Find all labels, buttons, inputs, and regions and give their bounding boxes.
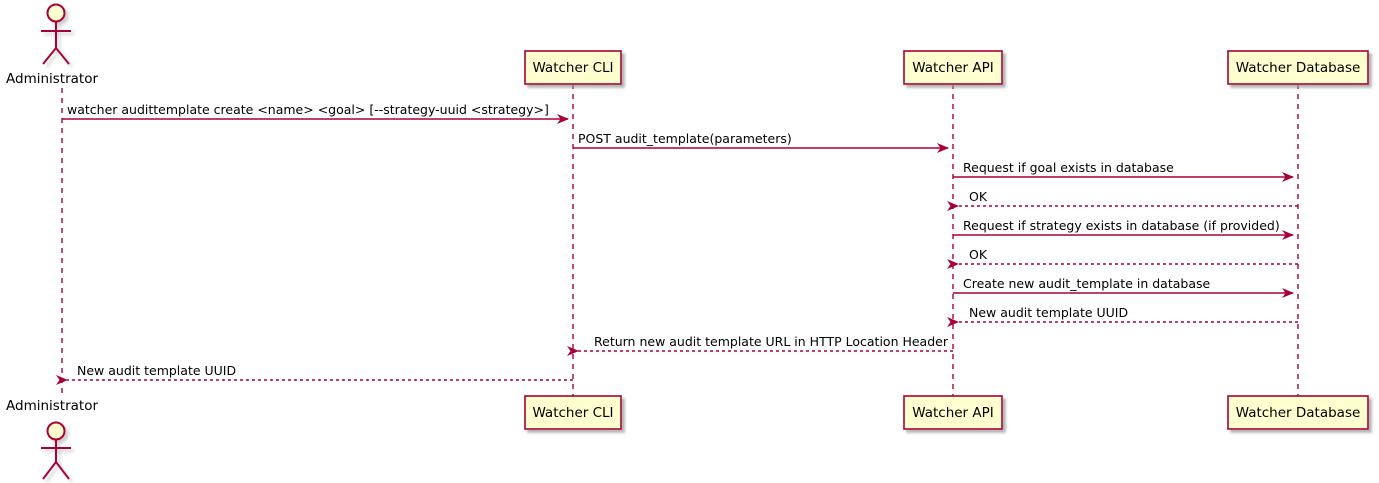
message-8[interactable]: New audit template UUID [947, 305, 1298, 327]
message-2[interactable]: POST audit_template(parameters) [573, 131, 949, 153]
actor-label-administrator-top: Administrator [6, 71, 98, 87]
participant-watcher-cli-top[interactable]: Watcher CLI [524, 50, 622, 85]
participant-watcher-api-top[interactable]: Watcher API [903, 50, 1003, 85]
message-label-2: POST audit_template(parameters) [578, 131, 792, 146]
participant-box [524, 50, 622, 85]
message-label-10: New audit template UUID [77, 363, 236, 378]
message-3[interactable]: Request if goal exists in database [953, 160, 1294, 182]
message-6[interactable]: OK [947, 247, 1298, 269]
actor-administrator-bottom[interactable]: Administrator [6, 398, 98, 480]
participant-watcher-api-bottom[interactable]: Watcher API [903, 395, 1003, 430]
participant-label-watcher-api-top: Watcher API [912, 60, 994, 76]
message-label-4: OK [969, 189, 988, 204]
message-1[interactable]: watcher audittemplate create <name> <goa… [62, 102, 569, 124]
message-7[interactable]: Create new audit_template in database [953, 276, 1294, 298]
participant-watcher-cli-bottom[interactable]: Watcher CLI [524, 395, 622, 430]
message-4[interactable]: OK [947, 189, 1298, 211]
participant-box [903, 395, 1003, 430]
message-label-3: Request if goal exists in database [963, 160, 1174, 175]
participant-box [1227, 50, 1369, 85]
actor-stick-figure-icon [41, 421, 71, 480]
participant-box [1227, 395, 1369, 430]
participant-label-watcher-database-top: Watcher Database [1236, 60, 1361, 76]
message-label-8: New audit template UUID [969, 305, 1128, 320]
participant-label-watcher-database-bottom: Watcher Database [1236, 405, 1361, 421]
message-10[interactable]: New audit template UUID [56, 363, 573, 385]
participant-label-watcher-cli-bottom: Watcher CLI [532, 405, 613, 421]
message-label-6: OK [969, 247, 988, 262]
participant-label-watcher-cli-top: Watcher CLI [532, 60, 613, 76]
message-label-7: Create new audit_template in database [963, 276, 1210, 291]
participant-label-watcher-api-bottom: Watcher API [912, 405, 994, 421]
participant-watcher-database-bottom[interactable]: Watcher Database [1227, 395, 1369, 430]
message-5[interactable]: Request if strategy exists in database (… [953, 218, 1294, 240]
participant-watcher-database-top[interactable]: Watcher Database [1227, 50, 1369, 85]
message-label-1: watcher audittemplate create <name> <goa… [67, 102, 549, 117]
lifelines [61, 84, 1299, 396]
actor-administrator-top[interactable]: Administrator [6, 3, 98, 88]
participant-box [524, 395, 622, 430]
message-label-9: Return new audit template URL in HTTP Lo… [594, 334, 949, 349]
message-label-5: Request if strategy exists in database (… [963, 218, 1280, 233]
actor-stick-figure-icon [41, 3, 71, 65]
message-9[interactable]: Return new audit template URL in HTTP Lo… [567, 334, 953, 356]
actor-label-administrator-bottom: Administrator [6, 398, 98, 414]
participant-box [903, 50, 1003, 85]
